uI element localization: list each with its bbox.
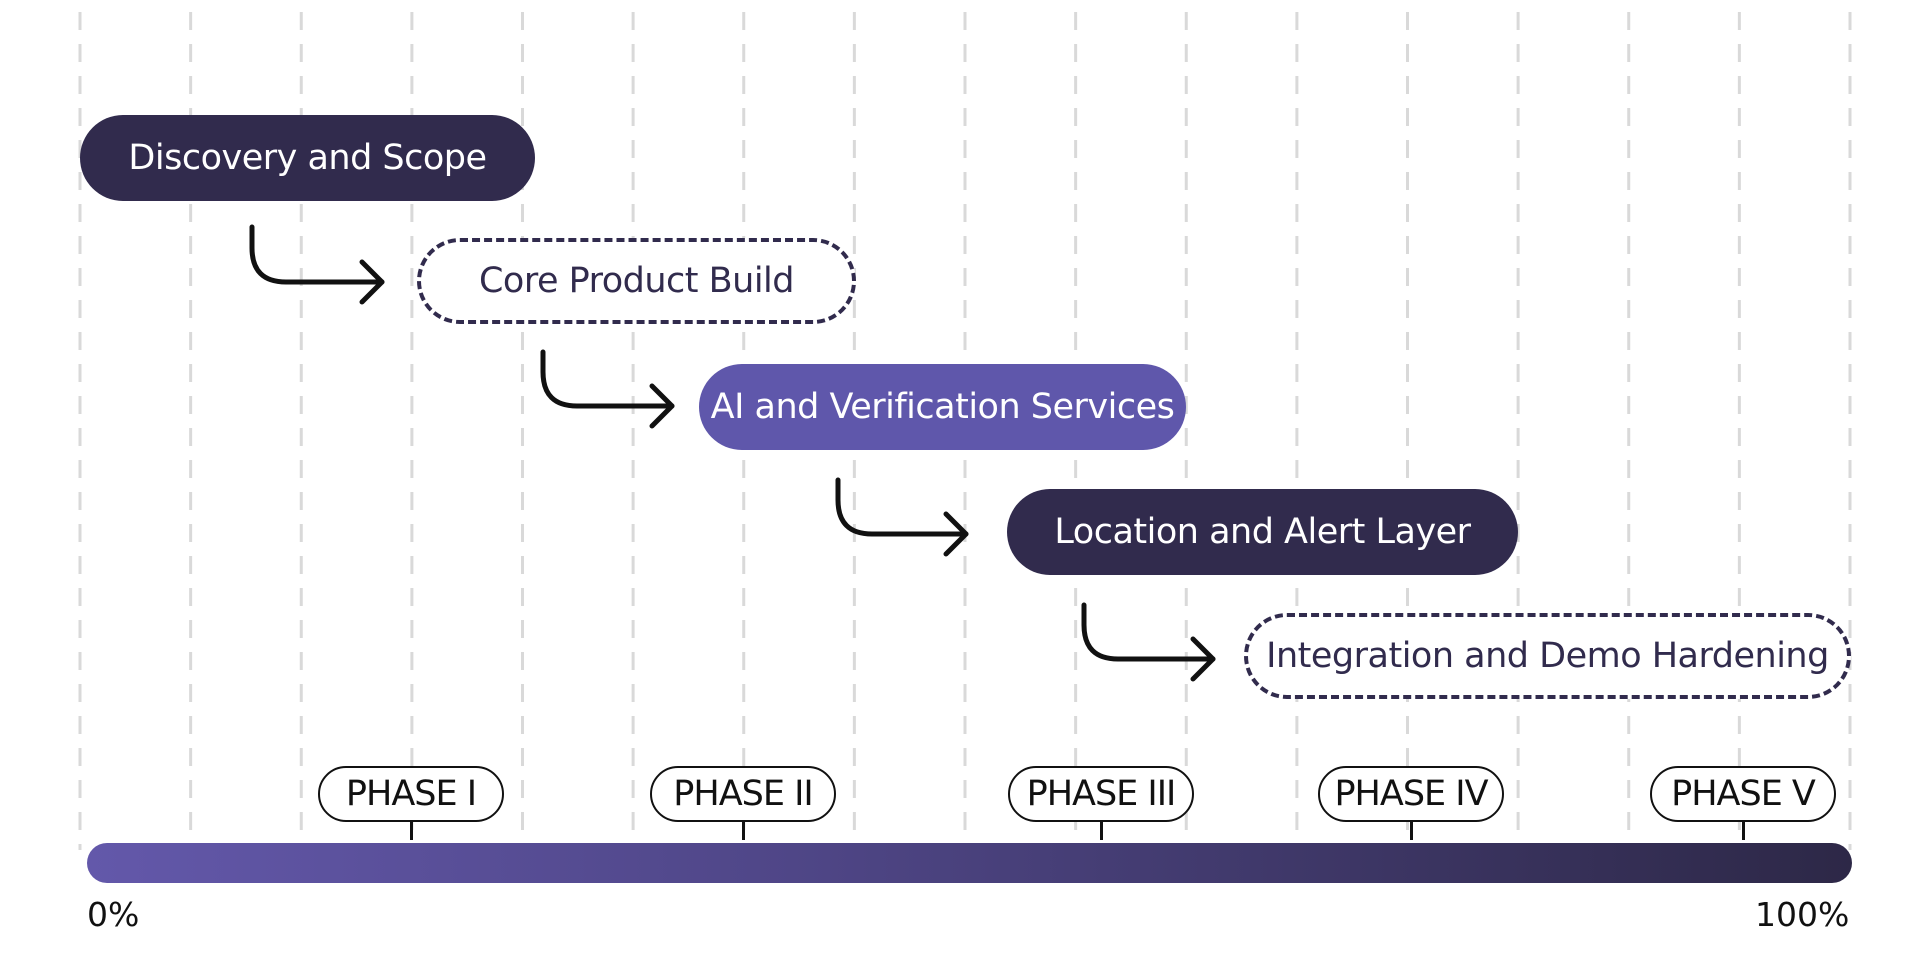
phase-tick — [410, 822, 413, 840]
phase-text: PHASE II — [673, 774, 813, 814]
phase-label-5: PHASE V — [1650, 766, 1836, 822]
phase-text: PHASE I — [345, 774, 477, 814]
phase-label-1: PHASE I — [318, 766, 504, 822]
progress-bar — [87, 843, 1852, 883]
arrow-icon — [249, 224, 385, 305]
stage-label: AI and Verification Services — [710, 387, 1175, 427]
progress-end-label: 100% — [1755, 895, 1850, 934]
stage-core-product-build: Core Product Build — [417, 238, 856, 324]
arrow-icon — [540, 349, 675, 429]
phase-tick — [1100, 822, 1103, 840]
phase-text: PHASE IV — [1334, 774, 1488, 814]
phase-label-2: PHASE II — [650, 766, 836, 822]
stage-integration-and-demo-hardening: Integration and Demo Hardening — [1244, 613, 1851, 699]
phase-text: PHASE III — [1026, 774, 1177, 814]
phase-label-4: PHASE IV — [1318, 766, 1504, 822]
stage-label: Discovery and Scope — [128, 138, 487, 178]
arrow-icon — [835, 477, 969, 557]
phase-tick — [1410, 822, 1413, 840]
stage-discovery-and-scope: Discovery and Scope — [80, 115, 535, 201]
stage-location-and-alert-layer: Location and Alert Layer — [1007, 489, 1518, 575]
stage-label: Integration and Demo Hardening — [1266, 636, 1829, 676]
arrow-icon — [1081, 602, 1216, 682]
stage-label: Core Product Build — [478, 261, 795, 301]
progress-start-label: 0% — [87, 895, 140, 934]
stage-label: Location and Alert Layer — [1054, 512, 1471, 552]
phase-tick — [1742, 822, 1745, 840]
stage-ai-and-verification-services: AI and Verification Services — [699, 364, 1186, 450]
phase-text: PHASE V — [1671, 774, 1816, 814]
phase-label-3: PHASE III — [1008, 766, 1194, 822]
phase-tick — [742, 822, 745, 840]
